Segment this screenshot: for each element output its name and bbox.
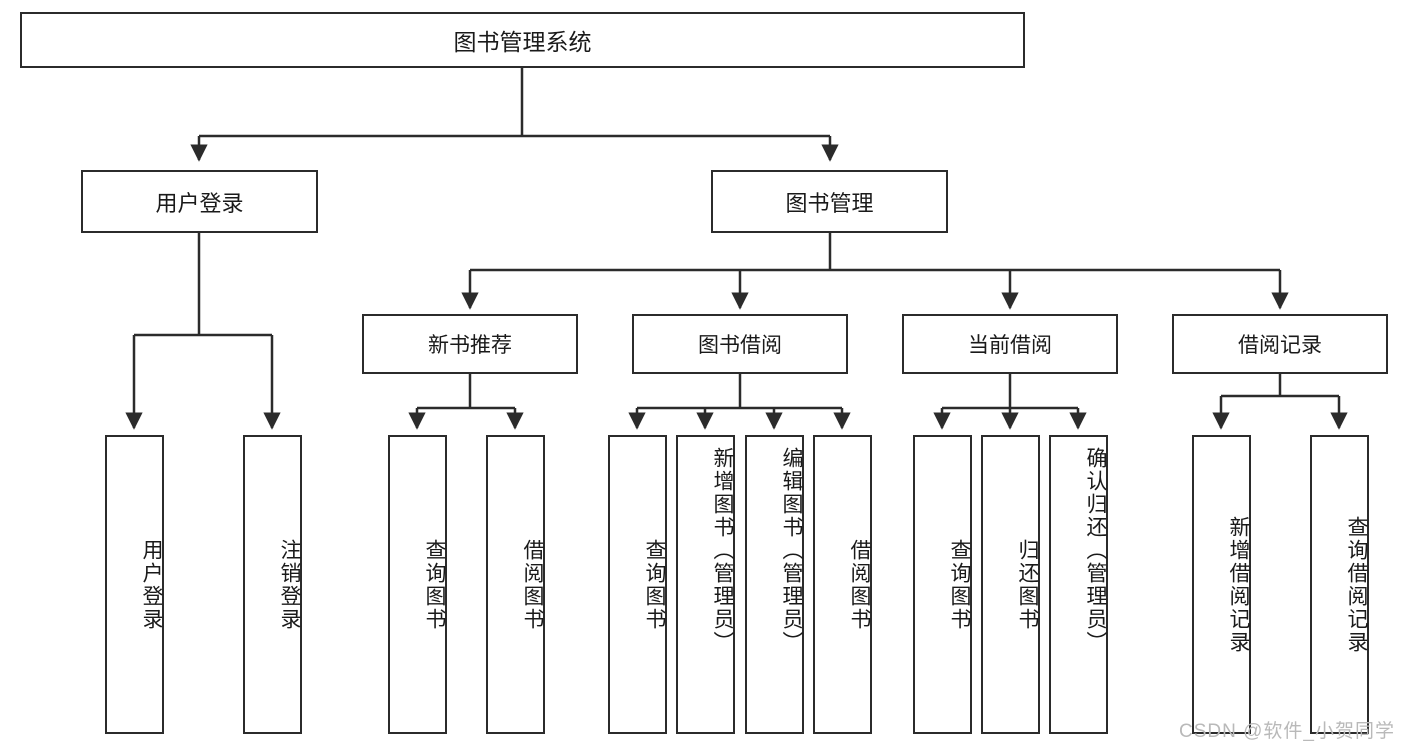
leaf-new-book-borrow[interactable]: 借阅图书 [486,435,545,734]
leaf-book-borrow-query-label: 查询图书 [643,538,666,631]
leaf-user-login-logout-label: 注销登录 [278,538,301,631]
leaf-book-borrow-edit[interactable]: 编辑图书（管理员） [745,435,804,734]
node-current-borrow[interactable]: 当前借阅 [902,314,1118,374]
leaf-current-borrow-return[interactable]: 归还图书 [981,435,1040,734]
leaf-book-borrow-borrow[interactable]: 借阅图书 [813,435,872,734]
node-root[interactable]: 图书管理系统 [20,12,1025,68]
node-user-login[interactable]: 用户登录 [81,170,318,233]
leaf-current-borrow-confirm-return[interactable]: 确认归还（管理员） [1049,435,1108,734]
leaf-borrow-record-add[interactable]: 新增借阅记录 [1192,435,1251,734]
leaf-book-borrow-edit-label: 编辑图书（管理员） [780,447,803,654]
node-current-borrow-label: 当前借阅 [968,334,1052,357]
node-root-label: 图书管理系统 [453,29,592,55]
leaf-book-borrow-borrow-label: 借阅图书 [848,538,871,631]
node-book-borrow[interactable]: 图书借阅 [632,314,848,374]
leaf-borrow-record-query-label: 查询借阅记录 [1345,515,1368,654]
leaf-current-borrow-query[interactable]: 查询图书 [913,435,972,734]
leaf-current-borrow-return-label: 归还图书 [1016,538,1039,631]
node-book-management[interactable]: 图书管理 [711,170,948,233]
leaf-borrow-record-add-label: 新增借阅记录 [1227,515,1250,654]
leaf-book-borrow-query[interactable]: 查询图书 [608,435,667,734]
watermark: CSDN @软件_小贺同学 [1179,721,1395,742]
leaf-new-book-query[interactable]: 查询图书 [388,435,447,734]
leaf-book-borrow-add[interactable]: 新增图书（管理员） [676,435,735,734]
leaf-user-login-login[interactable]: 用户登录 [105,435,164,734]
leaf-new-book-query-label: 查询图书 [423,538,446,631]
leaf-user-login-login-label: 用户登录 [140,538,163,631]
node-new-book-recommend[interactable]: 新书推荐 [362,314,578,374]
node-new-book-recommend-label: 新书推荐 [428,334,512,357]
leaf-current-borrow-confirm-return-label: 确认归还（管理员） [1084,447,1107,654]
node-borrow-record-label: 借阅记录 [1238,334,1322,357]
node-book-management-label: 图书管理 [785,190,874,216]
leaf-current-borrow-query-label: 查询图书 [948,538,971,631]
leaf-new-book-borrow-label: 借阅图书 [521,538,544,631]
leaf-borrow-record-query[interactable]: 查询借阅记录 [1310,435,1369,734]
leaf-user-login-logout[interactable]: 注销登录 [243,435,302,734]
node-user-login-label: 用户登录 [155,190,244,216]
node-borrow-record[interactable]: 借阅记录 [1172,314,1388,374]
node-book-borrow-label: 图书借阅 [698,334,782,357]
leaf-book-borrow-add-label: 新增图书（管理员） [711,447,734,654]
